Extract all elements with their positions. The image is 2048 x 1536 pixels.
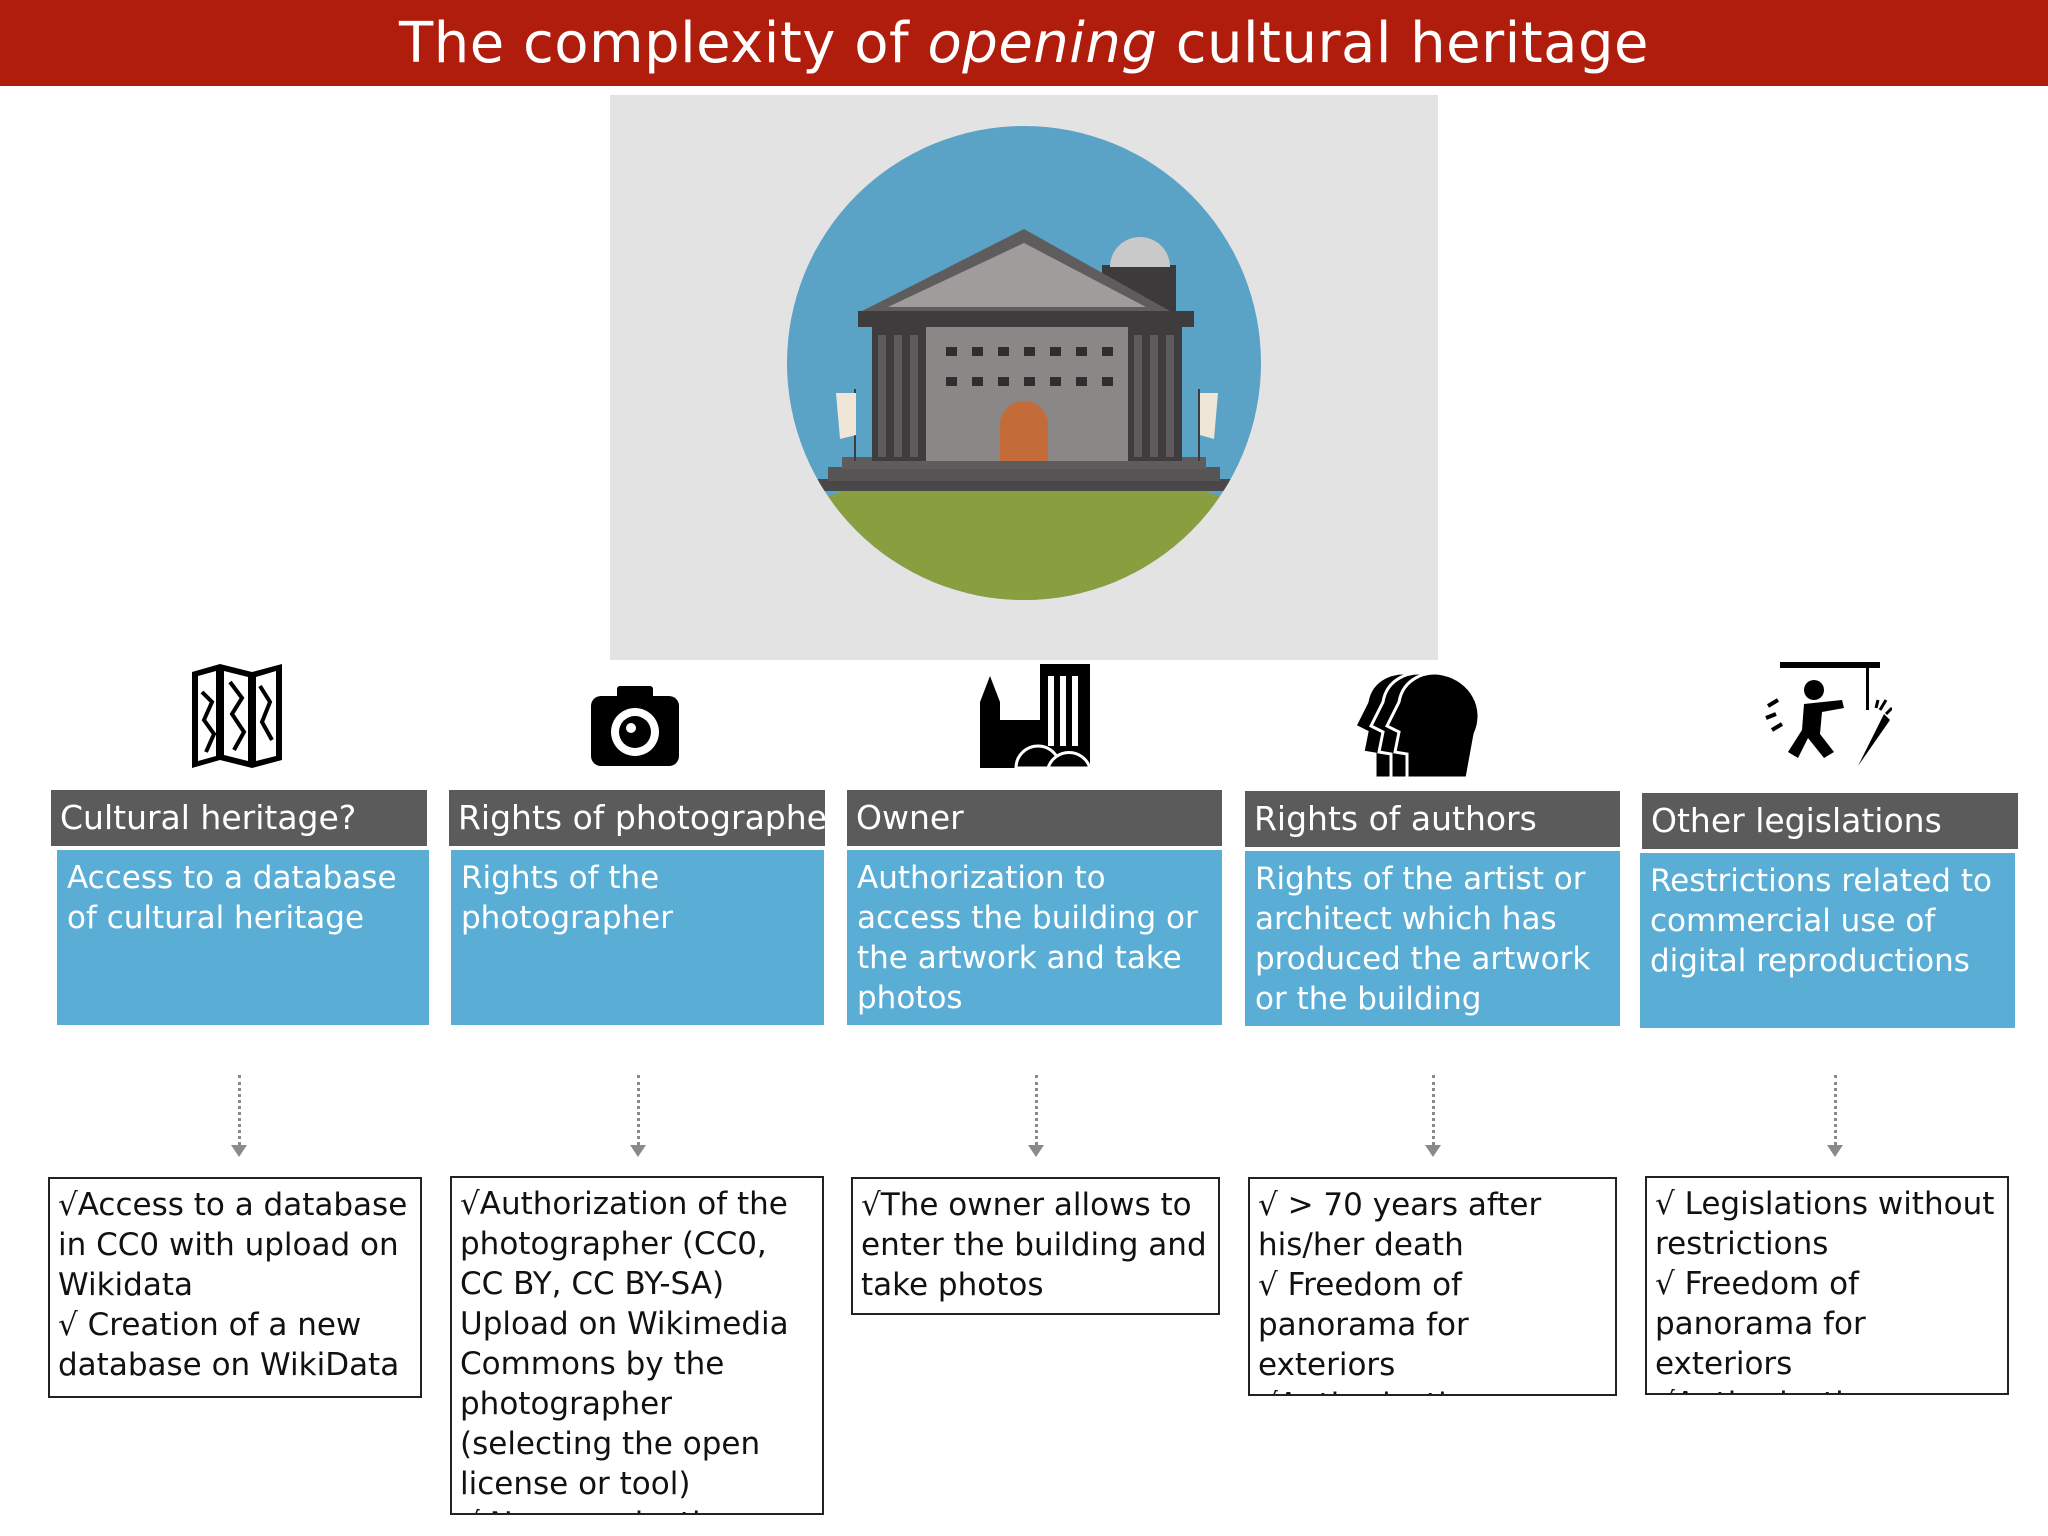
result-box-other-legislations: √ Legislations without restrictions √ Fr…	[1645, 1176, 2009, 1395]
result-item: √The owner allows to enter the building …	[861, 1187, 1207, 1303]
title-part-2: cultural heritage	[1157, 10, 1649, 76]
column-body-cultural-heritage: Access to a database of cultural heritag…	[57, 850, 429, 1025]
column-header-other-legislations: Other legislations	[1642, 793, 2018, 849]
result-item: √Authorizations	[1655, 1384, 1999, 1393]
museum-building-icon	[787, 126, 1261, 600]
column-body-rights-of-authors: Rights of the artist or architect which …	[1245, 851, 1620, 1026]
slide-title: The complexity of opening cultural herit…	[0, 0, 2048, 86]
heads-icon	[1352, 671, 1481, 780]
result-box-rights-of-photographers: √Authorization of the photographer (CC0,…	[450, 1176, 824, 1515]
column-body-owner: Authorization to access the building or …	[847, 850, 1222, 1025]
result-item: √Authorization of the photographer (CC0,…	[460, 1186, 788, 1302]
result-item: √Access to a database in CC0 with upload…	[58, 1187, 408, 1303]
map-icon	[192, 664, 282, 768]
legislation-icon	[1765, 662, 1892, 766]
museum-illustration	[610, 95, 1438, 660]
column-body-rights-of-photographers: Rights of the photographer	[451, 850, 824, 1025]
title-part-1: The complexity of	[399, 10, 928, 76]
result-item: √ No reproduction rights	[460, 1504, 814, 1513]
column-header-owner: Owner	[847, 790, 1222, 846]
camera-icon	[591, 686, 679, 766]
result-item: √ Freedom of panorama for exteriors	[1258, 1267, 1469, 1383]
result-item: √ Freedom of panorama for exteriors	[1655, 1266, 1866, 1382]
buildings-icon	[980, 664, 1092, 770]
result-item: √ Creation of a new database on WikiData	[58, 1307, 400, 1383]
column-header-cultural-heritage: Cultural heritage?	[51, 790, 427, 846]
column-header-rights-of-authors: Rights of authors	[1245, 791, 1620, 847]
column-body-other-legislations: Restrictions related to commercial use o…	[1640, 853, 2015, 1028]
result-box-cultural-heritage: √Access to a database in CC0 with upload…	[48, 1177, 422, 1398]
result-box-rights-of-authors: √ > 70 years after his/her death √ Freed…	[1248, 1177, 1617, 1396]
title-emphasis: opening	[927, 10, 1158, 76]
result-item: √Authorization	[1258, 1385, 1607, 1394]
result-box-owner: √The owner allows to enter the building …	[851, 1177, 1220, 1315]
result-item: √ > 70 years after his/her death	[1258, 1187, 1542, 1263]
column-header-rights-of-photographers: Rights of photographers	[449, 790, 825, 846]
result-item: √ Legislations without restrictions	[1655, 1186, 1995, 1262]
result-item: Upload on Wikimedia Commons by the photo…	[460, 1306, 789, 1502]
